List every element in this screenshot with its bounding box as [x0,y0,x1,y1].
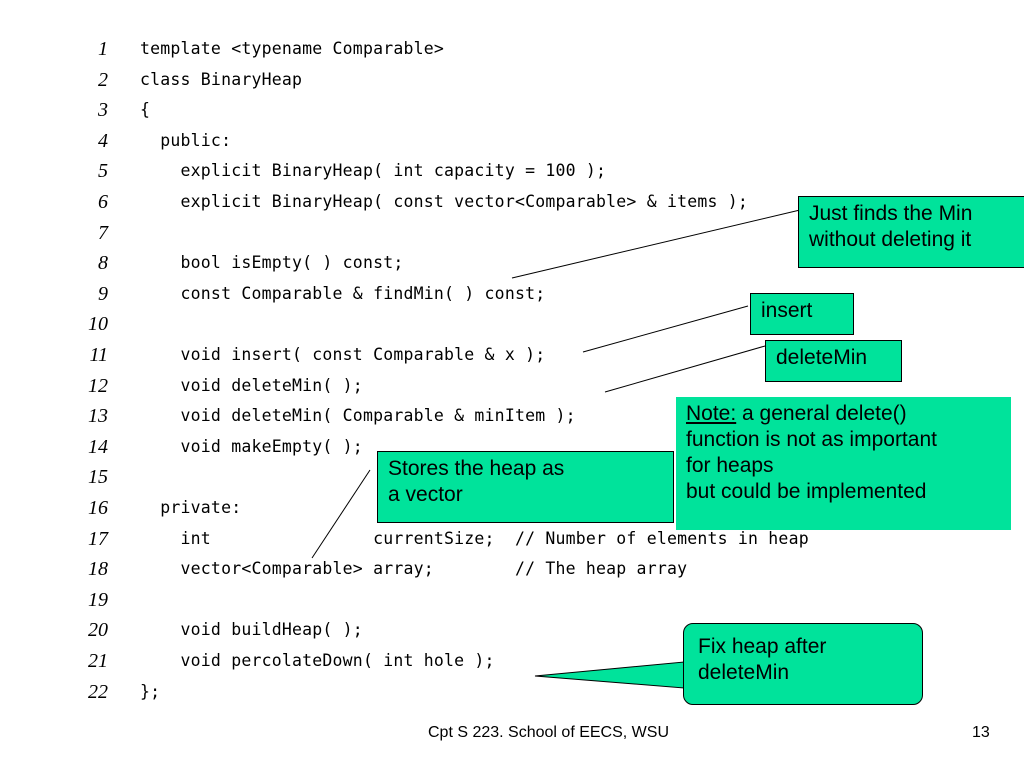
callout-insert-label: insert [761,299,813,322]
line-number: 14 [88,435,108,458]
code-line: 3{ [0,95,900,125]
code-text: void deleteMin( Comparable & minItem ); [140,406,576,426]
line-number: 7 [98,221,108,244]
code-line: 12 void deleteMin( ); [0,371,900,401]
code-line: 22}; [0,677,900,707]
note-box: Note: a general delete() function is not… [676,397,1011,530]
code-text: void makeEmpty( ); [140,436,363,456]
line-number: 15 [88,466,108,489]
line-number: 20 [88,619,108,642]
code-line: 11 void insert( const Comparable & x ); [0,340,900,370]
note-line1: Note: a general delete() [686,401,1001,427]
note-line4: but could be implemented [686,480,927,503]
code-line: 1 template <typename Comparable> [0,34,900,64]
callout-fix-heap: Fix heap after deleteMin [683,623,923,705]
callout-find-min-line2: without deleting it [809,228,972,251]
line-number: 2 [98,68,108,91]
code-line: 5 explicit BinaryHeap( int capacity = 10… [0,156,900,186]
code-text: vector<Comparable> array; // The heap ar… [140,559,688,579]
code-line: 4 public: [0,126,900,156]
line-number: 16 [88,497,108,519]
code-line: 15 [0,462,900,492]
note-line3: for heaps [686,454,774,477]
code-text: const Comparable & findMin( ) const; [140,283,546,303]
callout-fix-heap-line1: Fix heap after [698,635,827,658]
code-text: void percolateDown( int hole ); [140,651,495,670]
code-text: explicit BinaryHeap( const vector<Compar… [140,192,749,211]
footer-page-number: 13 [972,724,990,741]
code-line: 17 int currentSize; // Number of element… [0,524,900,554]
code-line: 21 void percolateDown( int hole ); [0,646,900,676]
footer-course: Cpt S 223. School of EECS, WSU [428,724,669,741]
line-number: 6 [98,191,108,213]
code-line: 8 bool isEmpty( ) const; [0,248,900,278]
line-number: 19 [88,588,108,611]
line-number: 4 [98,129,108,152]
code-line: 9 const Comparable & findMin( ) const; [0,279,900,309]
line-number: 8 [98,252,108,275]
code-line: 20 void buildHeap( ); [0,615,900,645]
line-number: 17 [88,527,108,550]
callout-find-min-line1: Just finds the Min [809,202,973,225]
line-number: 18 [88,558,108,581]
code-line: 19 [0,585,900,615]
code-text: }; [140,681,161,701]
callout-insert: insert [750,293,854,335]
line-number: 22 [88,680,108,703]
line-number: 11 [89,344,108,366]
code-line: 13 void deleteMin( Comparable & minItem … [0,401,900,431]
code-text: public: [140,130,232,150]
line-number: 9 [98,282,108,305]
callout-find-min: Just finds the Min without deleting it [798,196,1024,268]
line-number: 21 [88,650,108,672]
code-line: 6 explicit BinaryHeap( const vector<Comp… [0,187,900,217]
code-text: bool isEmpty( ) const; [140,253,404,273]
callout-stores-heap: Stores the heap as a vector [377,451,674,523]
line-number: 13 [88,405,108,428]
callout-stores-heap-line2: a vector [388,483,463,506]
code-text: explicit BinaryHeap( int capacity = 100 … [140,161,607,181]
callout-fix-heap-line2: deleteMin [698,661,790,684]
note-line1-text: a general delete() [736,402,907,425]
code-text: void buildHeap( ); [140,620,363,640]
code-text: void insert( const Comparable & x ); [140,345,546,364]
code-line: 16 private: [0,493,900,523]
code-line: 14 void makeEmpty( ); [0,432,900,462]
line-number: 12 [88,374,108,397]
code-line: 7 [0,218,900,248]
code-text: int currentSize; // Number of elements i… [140,528,809,548]
line-number: 3 [98,99,108,122]
code-text: void deleteMin( ); [140,375,363,395]
callout-delete-min: deleteMin [765,340,902,382]
callout-stores-heap-line1: Stores the heap as [388,457,565,480]
code-line: 10 [0,309,900,339]
line-number: 1 [98,38,108,60]
callout-delete-min-label: deleteMin [776,346,868,369]
code-text: class BinaryHeap [140,69,303,89]
code-line: 2 class BinaryHeap [0,65,900,95]
line-number: 10 [88,313,108,336]
line-number: 5 [98,160,108,183]
code-text: { [140,100,151,120]
code-text: private: [140,498,242,517]
code-line: 18 vector<Comparable> array; // The heap… [0,554,900,584]
note-label: Note: [686,402,737,425]
code-text: template <typename Comparable> [140,39,445,58]
note-line2: function is not as important [686,428,937,451]
